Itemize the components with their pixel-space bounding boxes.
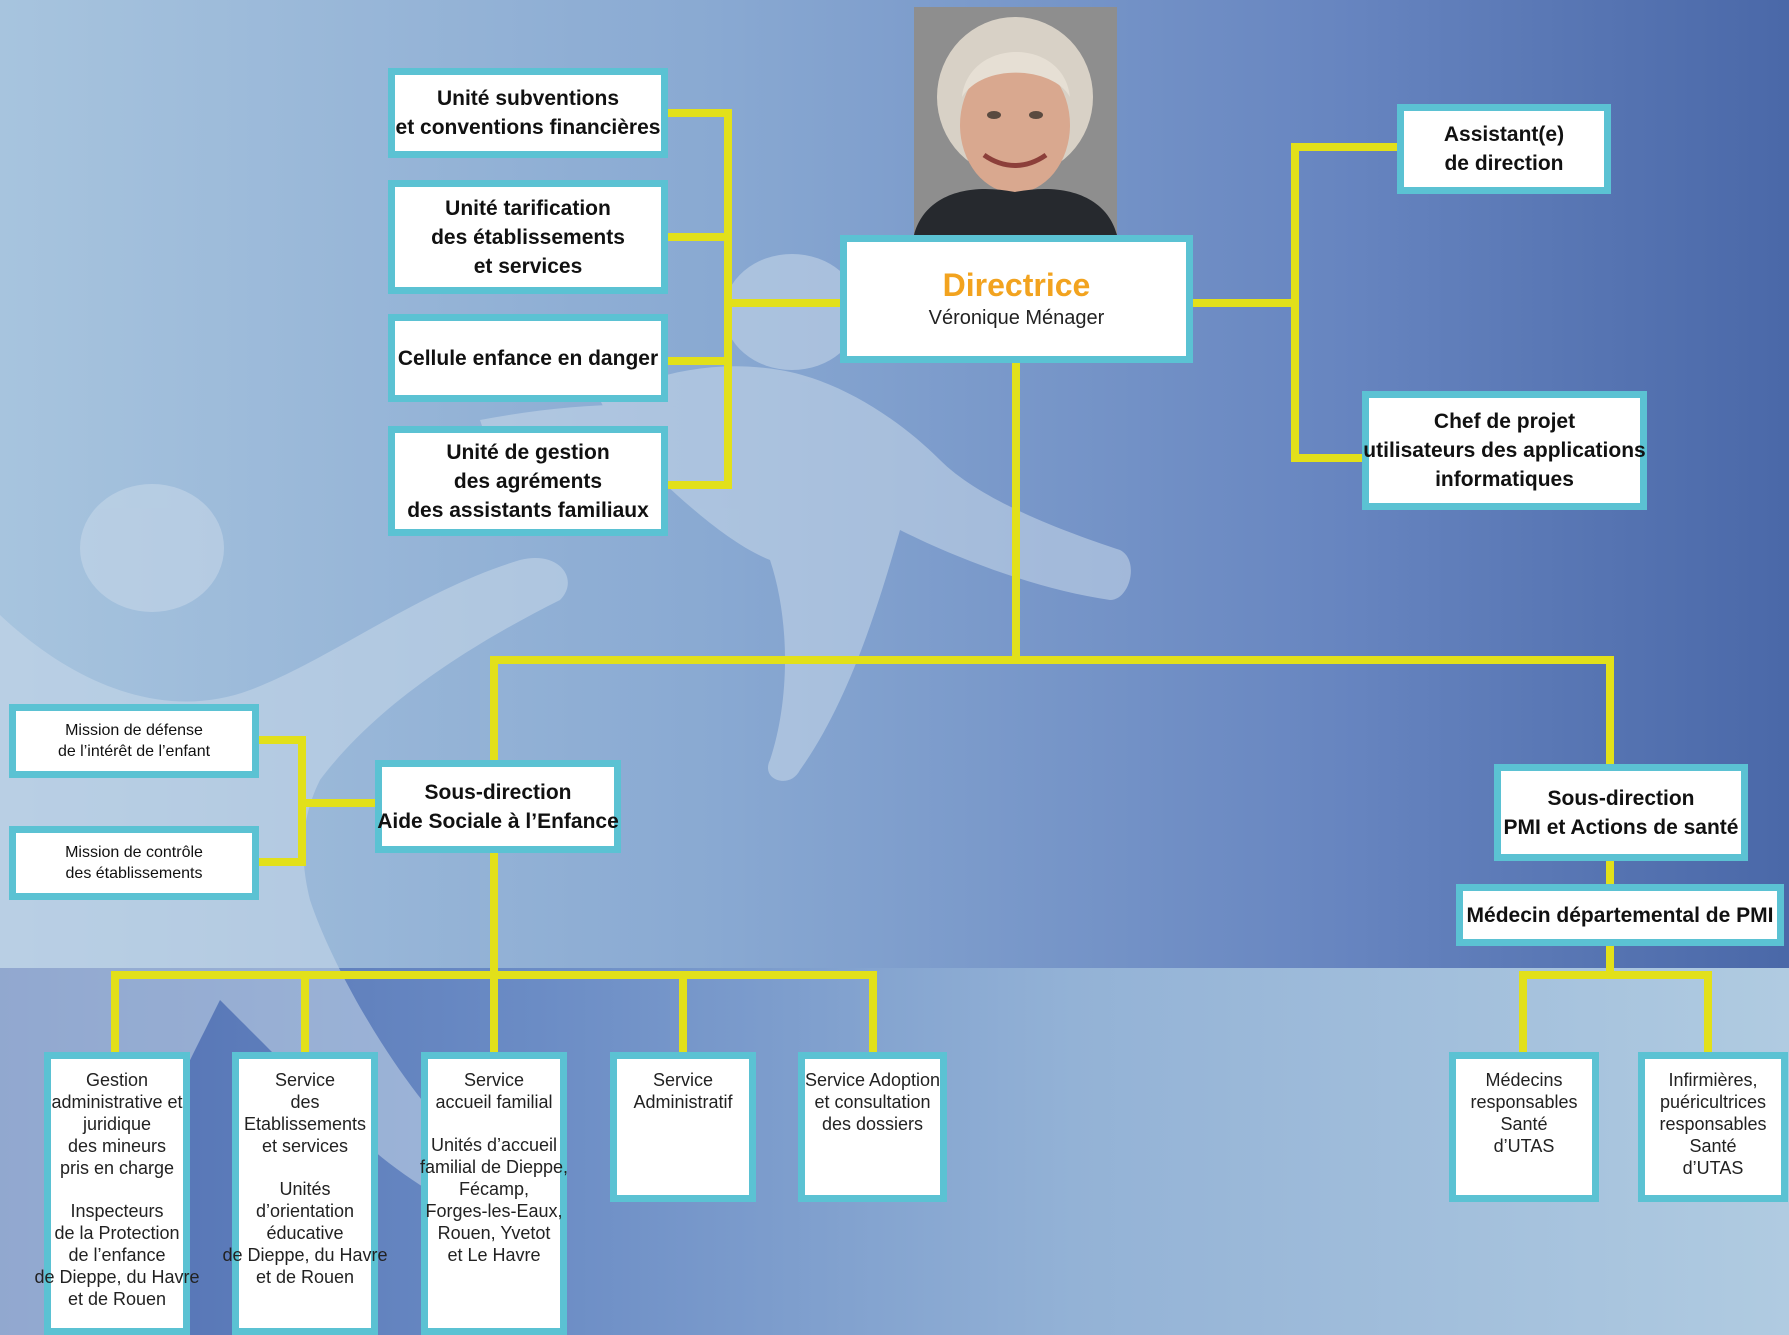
ase-accueil-line-2: accueil familial (435, 1092, 553, 1112)
portrait-illustration (914, 7, 1117, 235)
ase-gestion-line-4: des mineurs (67, 1136, 167, 1156)
pmi-infirmieres-line-5: d’UTAS (1682, 1158, 1744, 1178)
unit-agrements-line-3: des assistants familiaux (407, 498, 649, 522)
sous-direction-ase-box: Sous-direction Aide Sociale à l’Enfance (375, 760, 621, 853)
pmi-infirmieres-line-4: Santé (1689, 1136, 1737, 1156)
ase-adoption-line-3: des dossiers (821, 1114, 924, 1134)
sous-direction-ase-line-2: Aide Sociale à l’Enfance (377, 809, 619, 833)
ase-etab-line-6: Unités (279, 1179, 331, 1199)
unit-subventions-line-2: et conventions financières (395, 116, 661, 139)
ase-accueil-line-6: Fécamp, (458, 1179, 530, 1199)
ase-admin-line-2: Administratif (633, 1092, 733, 1112)
ase-service-gestion-box: Gestion administrative et juridique des … (34, 1052, 200, 1335)
unit-tarification-line-3: et services (473, 254, 583, 278)
ase-gestion-line-5: pris en charge (59, 1158, 175, 1178)
chef-projet-line-2: utilisateurs des applications (1363, 439, 1646, 462)
ase-gestion-line-10: de Dieppe, du Havre (34, 1267, 200, 1287)
mission-defense-box: Mission de défense de l’intérêt de l’enf… (9, 704, 259, 778)
chef-projet-box: Chef de projet utilisateurs des applicat… (1362, 391, 1647, 510)
ase-accueil-line-4: Unités d’accueil (430, 1135, 558, 1155)
unit-agrements-line-2: des agréments (453, 469, 603, 493)
sous-direction-pmi-line-1: Sous-direction (1547, 786, 1695, 810)
ase-accueil-line-9: et Le Havre (447, 1245, 541, 1265)
unit-tarification-line-2: des établissements (431, 225, 625, 249)
ase-gestion-line-11: et de Rouen (67, 1289, 167, 1309)
ase-etab-line-8: éducative (266, 1223, 344, 1243)
cellule-enfance-box: Cellule enfance en danger (388, 314, 668, 402)
unit-tarification-box: Unité tarification des établissements et… (388, 180, 668, 294)
ase-etab-line-2: des (290, 1092, 320, 1112)
ase-etab-line-7: d’orientation (255, 1201, 355, 1221)
sous-direction-ase-line-1: Sous-direction (424, 780, 572, 804)
ase-gestion-line-1: Gestion (85, 1070, 149, 1090)
chef-projet-line-3: informatiques (1435, 468, 1574, 491)
mission-controle-line-1: Mission de contrôle (65, 844, 203, 861)
pmi-medecins-line-4: d’UTAS (1493, 1136, 1555, 1156)
ase-etab-line-4: et services (261, 1136, 349, 1156)
director-photo (914, 7, 1117, 235)
unit-subventions-box: Unité subventions et conventions financi… (388, 68, 668, 158)
sous-direction-pmi-box: Sous-direction PMI et Actions de santé (1494, 764, 1748, 861)
ase-etab-line-3: Etablissements (243, 1114, 367, 1134)
unit-agrements-line-1: Unité de gestion (446, 440, 610, 464)
ase-service-adoption-box: Service Adoption et consultation des dos… (798, 1052, 947, 1202)
ase-accueil-line-1: Service (463, 1070, 525, 1090)
ase-admin-line-1: Service (652, 1070, 714, 1090)
pmi-medecins-box: Médecins responsables Santé d’UTAS (1449, 1052, 1599, 1202)
director-name: Véronique Ménager (928, 307, 1105, 329)
assistant-direction-line-2: de direction (1444, 152, 1564, 175)
pmi-infirmieres-line-2: puéricultrices (1659, 1092, 1767, 1112)
cellule-enfance-line-1: Cellule enfance en danger (397, 346, 659, 370)
assistant-direction-line-1: Assistant(e) (1443, 123, 1565, 146)
mission-controle-line-2: des établissements (65, 865, 203, 882)
mission-defense-line-1: Mission de défense (65, 722, 203, 739)
pmi-medecins-line-3: Santé (1500, 1114, 1548, 1134)
pmi-medecins-line-1: Médecins (1485, 1070, 1563, 1090)
ase-gestion-line-9: de l’enfance (68, 1245, 166, 1265)
ase-accueil-line-5: familial de Dieppe, (419, 1157, 569, 1177)
ase-etab-line-10: et de Rouen (255, 1267, 355, 1287)
unit-agrements-box: Unité de gestion des agréments des assis… (388, 426, 668, 536)
pmi-medecins-line-2: responsables (1470, 1092, 1578, 1112)
medecin-departemental-box: Médecin départemental de PMI (1456, 884, 1784, 946)
ase-gestion-line-7: Inspecteurs (70, 1201, 164, 1221)
pmi-infirmieres-line-1: Infirmières, (1668, 1070, 1758, 1090)
director-title: Directrice (942, 267, 1091, 303)
ase-accueil-line-7: Forges-les-Eaux, (425, 1201, 563, 1221)
ase-service-etablissements-box: Service des Etablissements et services U… (222, 1052, 388, 1335)
ase-service-accueil-familial-box: Service accueil familial Unités d’accuei… (419, 1052, 569, 1335)
unit-tarification-line-1: Unité tarification (445, 196, 611, 220)
assistant-direction-box: Assistant(e) de direction (1397, 104, 1611, 194)
mission-defense-line-2: de l’intérêt de l’enfant (57, 743, 211, 760)
ase-gestion-line-3: juridique (82, 1114, 152, 1134)
ase-accueil-line-8: Rouen, Yvetot (437, 1223, 551, 1243)
director-box: Directrice Véronique Ménager (840, 235, 1193, 363)
ase-gestion-line-8: de la Protection (54, 1223, 180, 1243)
pmi-infirmieres-box: Infirmières, puéricultrices responsables… (1638, 1052, 1788, 1202)
ase-adoption-line-1: Service Adoption (804, 1070, 941, 1090)
ase-etab-line-1: Service (274, 1070, 336, 1090)
unit-subventions-line-1: Unité subventions (436, 87, 620, 110)
medecin-departemental-label: Médecin départemental de PMI (1466, 903, 1774, 927)
mission-controle-box: Mission de contrôle des établissements (9, 826, 259, 900)
ase-gestion-line-2: administrative et (51, 1092, 183, 1112)
sous-direction-pmi-line-2: PMI et Actions de santé (1503, 815, 1739, 839)
pmi-infirmieres-line-3: responsables (1659, 1114, 1767, 1134)
ase-adoption-line-2: et consultation (814, 1092, 931, 1112)
chef-projet-line-1: Chef de projet (1433, 410, 1576, 433)
ase-service-administratif-box: Service Administratif (610, 1052, 756, 1202)
ase-etab-line-9: de Dieppe, du Havre (222, 1245, 388, 1265)
